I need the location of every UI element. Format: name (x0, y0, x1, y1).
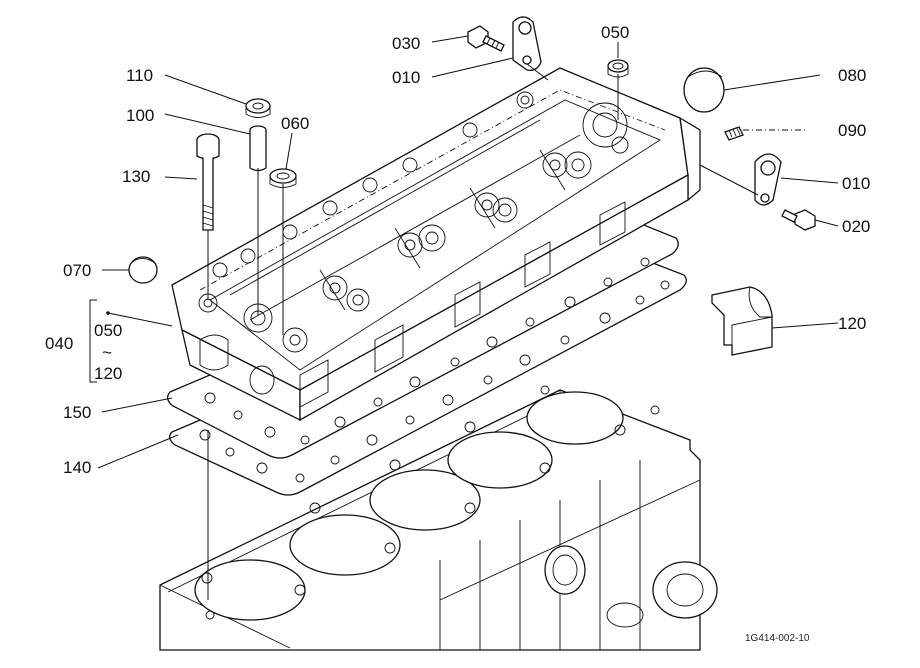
callout-050-top: 050 (601, 23, 629, 42)
part-090-stud (724, 126, 744, 141)
callout-060: 060 (281, 114, 309, 133)
part-120-cover (711, 286, 773, 356)
callout-140: 140 (63, 458, 91, 477)
figure-id: 1G414-002-10 (745, 633, 810, 644)
callout-130: 130 (122, 167, 150, 186)
callout-labels: 030 010 050 110 100 060 080 090 130 010 … (45, 23, 870, 644)
callout-010-right: 010 (842, 174, 870, 193)
callout-010-top: 010 (392, 68, 420, 87)
cylinder-head (171, 67, 701, 422)
callout-020: 020 (842, 217, 870, 236)
part-130-head-bolt (196, 133, 220, 231)
range-from-label: 050 (94, 321, 122, 340)
callout-110: 110 (126, 66, 153, 85)
callout-150: 150 (63, 403, 91, 422)
callout-080: 080 (838, 66, 866, 85)
part-010-hanger-top (512, 16, 542, 71)
callout-120: 120 (838, 314, 866, 333)
callout-030: 030 (392, 34, 420, 53)
callout-070: 070 (63, 261, 91, 280)
part-110-seal (245, 98, 271, 118)
leader-lines (89, 35, 839, 469)
part-070-plug (128, 256, 158, 284)
part-020-bolt (781, 209, 816, 231)
callout-100: 100 (126, 106, 154, 125)
range-to-label: 120 (94, 364, 122, 383)
part-080-plug (683, 67, 725, 113)
part-010-hanger-right (754, 153, 782, 206)
range-tilde: ~ (102, 343, 112, 362)
callout-040: 040 (45, 334, 73, 353)
assembly-guide-lines (207, 63, 808, 600)
part-030-bolt (467, 25, 505, 52)
part-100-guide (249, 125, 267, 172)
cylinder-block (159, 385, 718, 651)
callout-090: 090 (838, 121, 866, 140)
